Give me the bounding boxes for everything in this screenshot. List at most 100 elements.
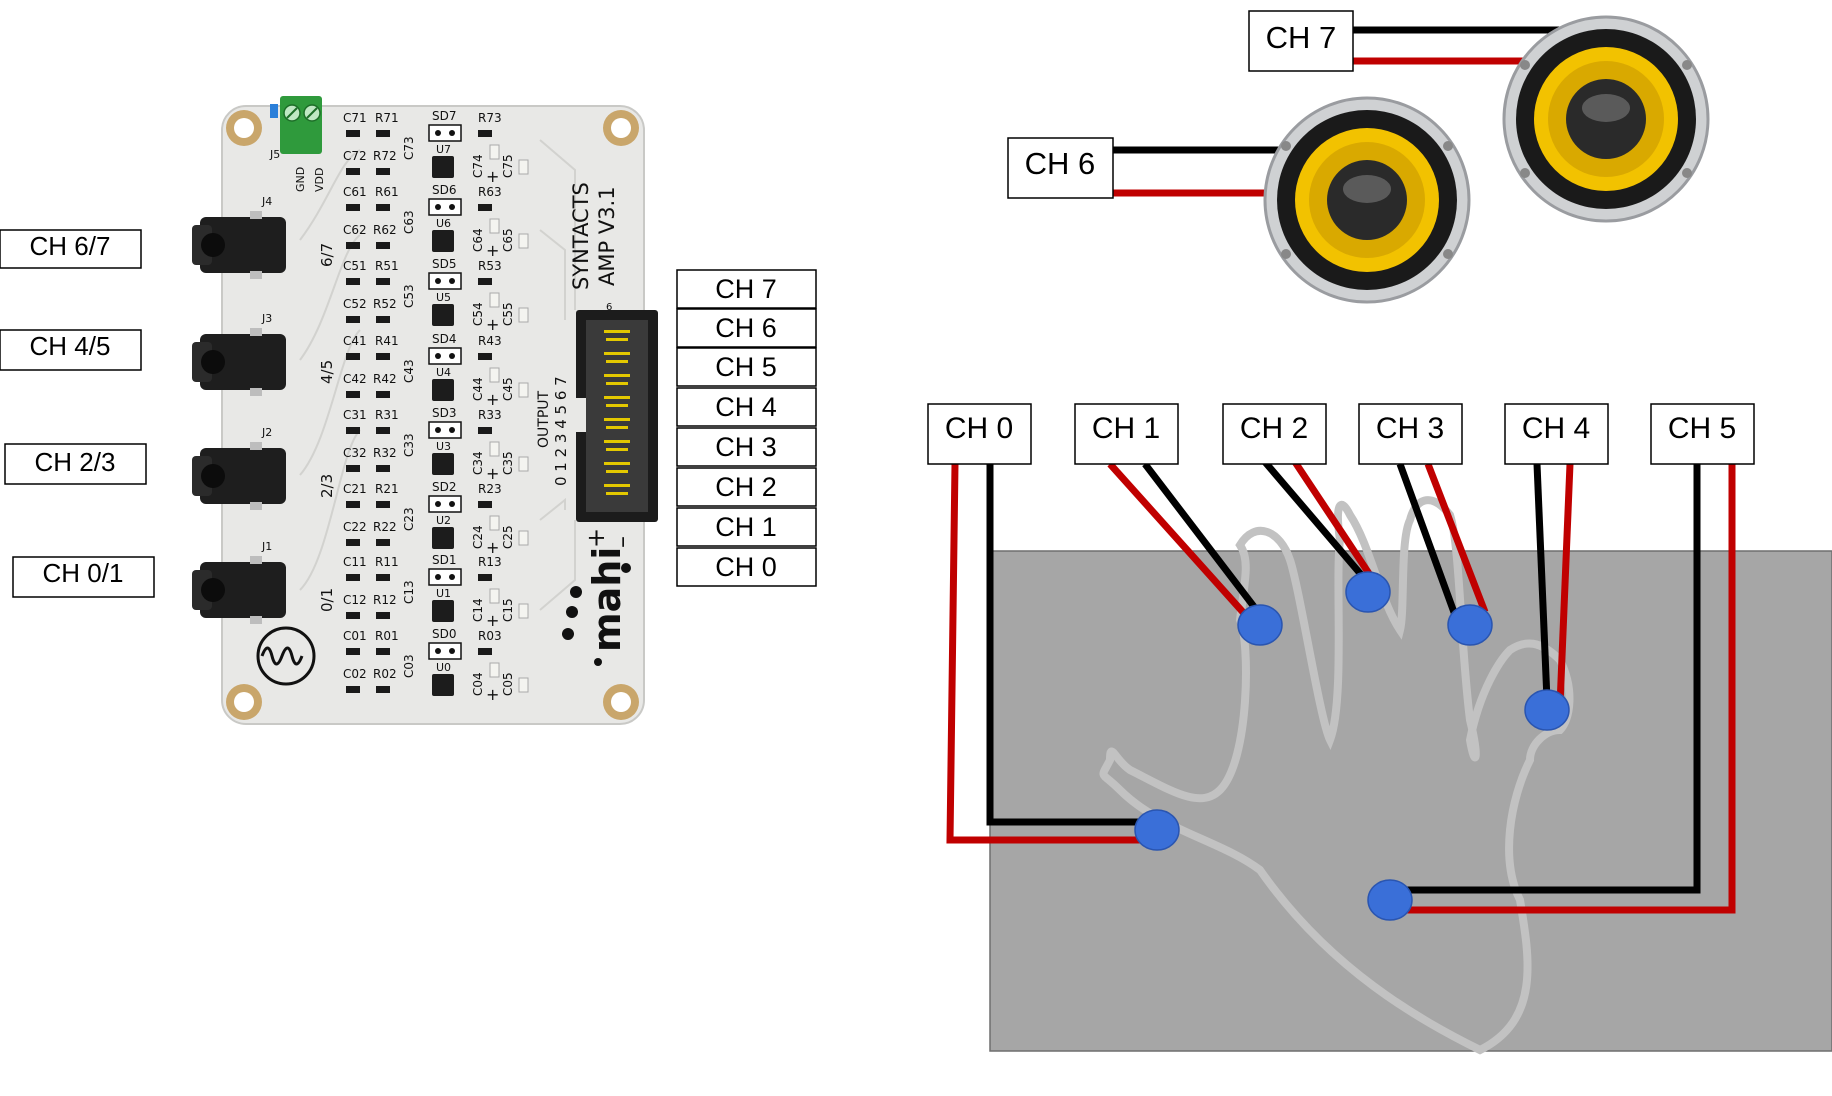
polarity-plus: + xyxy=(582,528,610,548)
electrode-ch2 xyxy=(1345,571,1391,613)
electrode-ch5 xyxy=(1367,879,1413,921)
output-label-box xyxy=(676,269,817,309)
logo-icon xyxy=(256,626,316,686)
hand-label-box xyxy=(1650,403,1755,465)
audio-jack: J10/1 xyxy=(192,540,336,624)
component-ref: U3 xyxy=(436,440,451,453)
idc-connector: 6 + – xyxy=(576,302,658,548)
electrode-ch3 xyxy=(1447,604,1493,646)
component-ref: R43 xyxy=(478,334,502,348)
jack-pair-label: 4/5 xyxy=(318,360,336,384)
output-label: CH 4 xyxy=(715,392,777,422)
component-ref: C73 xyxy=(402,136,416,160)
component-ref: U6 xyxy=(436,217,451,230)
output-label: CH 0 xyxy=(715,552,777,582)
component-ref: C42 xyxy=(343,372,367,386)
hand-outline xyxy=(1099,496,1574,1055)
component-ref: C72 xyxy=(343,149,367,163)
hand-label-box xyxy=(1504,403,1609,465)
component-ref: R61 xyxy=(375,185,399,199)
jack-pair-label: 2/3 xyxy=(318,474,336,498)
output-label-box xyxy=(676,308,817,348)
component-ref: SD2 xyxy=(432,480,457,494)
component-ref: C52 xyxy=(343,297,367,311)
svg-text:+: + xyxy=(486,685,499,704)
terminal-vdd-label: VDD xyxy=(313,168,326,192)
component-ref: R72 xyxy=(373,149,397,163)
speaker-ch7 xyxy=(1350,15,1710,223)
audio-jack: J22/3 xyxy=(192,426,336,510)
component-ref: C65 xyxy=(501,228,515,252)
audio-jack: J46/7 xyxy=(192,195,336,279)
component-ref: C63 xyxy=(402,210,416,234)
component-ref: SD0 xyxy=(432,627,457,641)
svg-text:+: + xyxy=(486,390,499,409)
component-ref: R33 xyxy=(478,408,502,422)
component-ref: U0 xyxy=(436,661,451,674)
output-label: CH 5 xyxy=(715,352,777,382)
component-ref: R02 xyxy=(373,667,397,681)
pad-surface xyxy=(989,550,1832,1052)
output-label-box xyxy=(676,467,817,507)
component-ref: C55 xyxy=(501,302,515,326)
electrode-ch4 xyxy=(1524,689,1570,731)
svg-text:+: + xyxy=(486,241,499,260)
svg-text:+: + xyxy=(486,611,499,630)
hand-label-box xyxy=(1074,403,1179,465)
component-ref: C23 xyxy=(402,507,416,531)
brand-name: mahi xyxy=(585,547,629,652)
component-ref: U7 xyxy=(436,143,451,156)
output-header-label: OUTPUT xyxy=(536,390,552,448)
output-label: CH 6 xyxy=(715,313,777,343)
component-ref: R23 xyxy=(478,482,502,496)
component-ref: SD1 xyxy=(432,553,457,567)
component-ref: C51 xyxy=(343,259,367,273)
component-ref: C45 xyxy=(501,377,515,401)
output-label: CH 1 xyxy=(715,512,777,542)
hand-label: CH 3 xyxy=(1376,412,1444,445)
component-ref: C64 xyxy=(471,228,485,252)
brand-mark: mahi xyxy=(562,547,631,666)
component-ref: U2 xyxy=(436,514,451,527)
screw-terminal: J5 GND VDD xyxy=(269,96,326,192)
electrodes xyxy=(1134,571,1570,921)
component-ref: C71 xyxy=(343,111,367,125)
component-ref: R21 xyxy=(375,482,399,496)
hand-label-box xyxy=(927,403,1032,465)
component-ref: R41 xyxy=(375,334,399,348)
component-ref: SD5 xyxy=(432,257,457,271)
label-ch01: CH 0/1 xyxy=(43,558,124,588)
component-ref: R12 xyxy=(373,593,397,607)
component-ref: C05 xyxy=(501,672,515,696)
label-ch67: CH 6/7 xyxy=(30,231,111,261)
component-ref: C15 xyxy=(501,598,515,622)
speaker-label-ch7: CH 7 xyxy=(1266,20,1337,55)
output-label-box xyxy=(676,547,817,587)
hand-label: CH 0 xyxy=(945,412,1013,445)
component-ref: R63 xyxy=(478,185,502,199)
component-ref: R52 xyxy=(373,297,397,311)
component-ref: U4 xyxy=(436,366,451,379)
board-title-line1: SYNTACTS xyxy=(569,182,593,290)
component-ref: C04 xyxy=(471,672,485,696)
component-ref: R01 xyxy=(375,629,399,643)
component-ref: R51 xyxy=(375,259,399,273)
mounting-holes xyxy=(226,110,639,720)
jack-ref: J4 xyxy=(261,195,272,208)
speaker-label-ch6: CH 6 xyxy=(1025,146,1096,181)
board-title-line2: AMP V3.1 xyxy=(595,186,619,286)
component-ref: SD6 xyxy=(432,183,457,197)
component-ref: R22 xyxy=(373,520,397,534)
component-ref: C44 xyxy=(471,377,485,401)
component-ref: C32 xyxy=(343,446,367,460)
terminal-ref: J5 xyxy=(269,148,280,161)
output-label: CH 3 xyxy=(715,432,777,462)
jack-ref: J3 xyxy=(261,312,272,325)
